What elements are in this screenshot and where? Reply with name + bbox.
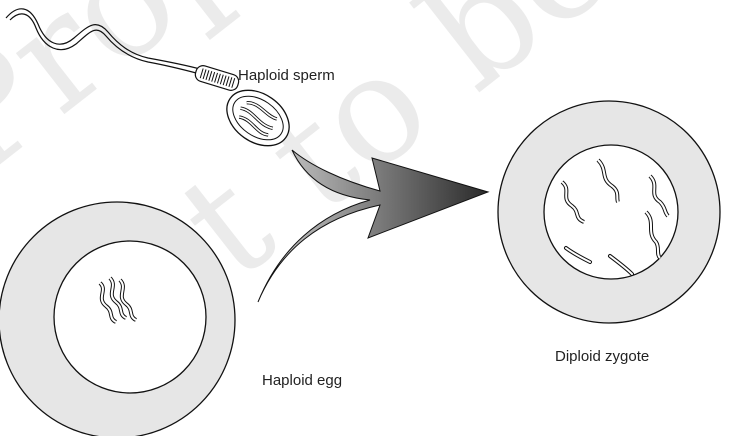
egg-nucleus — [54, 241, 206, 393]
sperm-midpiece — [194, 64, 241, 92]
egg-cell-icon — [0, 202, 235, 436]
sperm-label: Haploid sperm — [238, 67, 335, 84]
egg-label: Haploid egg — [262, 372, 342, 389]
zygote-cell-icon — [498, 101, 720, 323]
zygote-label: Diploid zygote — [555, 348, 649, 365]
